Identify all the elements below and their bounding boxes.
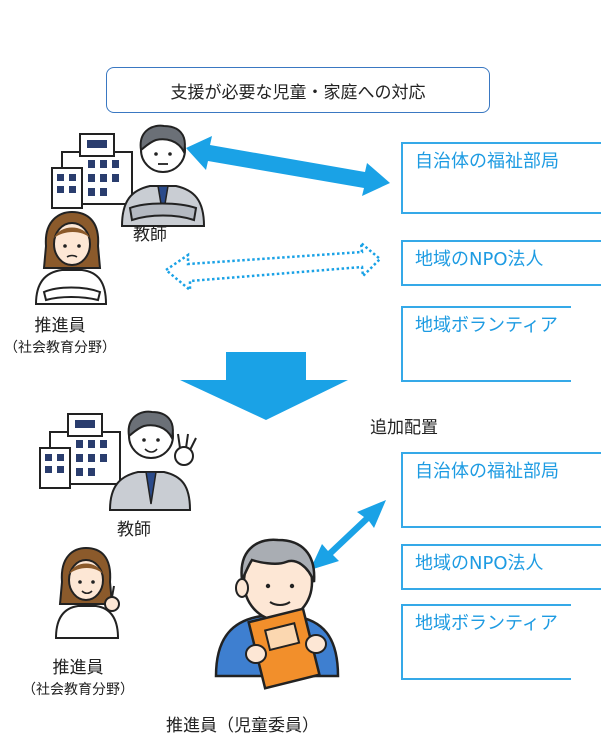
agency-volunteer-bottom: 地域ボランティア: [401, 604, 571, 680]
agency-volunteer-top: 地域ボランティア: [401, 306, 571, 382]
promoter-sub: （社会教育分野）: [22, 682, 134, 699]
promoter-sub: （社会教育分野）: [4, 340, 116, 357]
double-arrow-solid-top: [186, 136, 390, 196]
school-building-icon: [39, 413, 121, 489]
agency-welfare-dept-top: 自治体の福祉部局: [401, 142, 601, 214]
promoter-name: 推進員: [34, 316, 86, 336]
promoter-woman-pointing-icon: [54, 546, 120, 639]
teacher-label-bottom: 教師: [117, 520, 151, 540]
double-arrow-dotted: [163, 240, 382, 293]
double-arrow-solid-bottom: [310, 500, 386, 570]
promoter-name: 推進員: [52, 658, 104, 678]
school-building-icon: [51, 133, 133, 209]
teacher-ok-sign-icon: [108, 410, 197, 511]
promoter-label-bottom: 推進員 （社会教育分野）: [18, 658, 138, 699]
child-welfare-label: 推進員（児童委員）: [166, 716, 319, 736]
agency-npo-top: 地域のNPO法人: [401, 240, 601, 286]
teacher-label-top: 教師: [133, 225, 167, 245]
big-down-arrow: [180, 352, 348, 420]
added-placement-label: 追加配置: [370, 418, 438, 438]
child-welfare-commissioner-icon: [214, 538, 340, 690]
promoter-woman-icon: [34, 210, 108, 305]
agency-welfare-dept-bottom: 自治体の福祉部局: [401, 452, 601, 528]
agency-npo-bottom: 地域のNPO法人: [401, 544, 601, 590]
top-callout: 支援が必要な児童・家庭への対応: [106, 67, 490, 113]
promoter-label-top: 推進員 （社会教育分野）: [0, 316, 120, 357]
teacher-arms-crossed-icon: [120, 124, 206, 227]
